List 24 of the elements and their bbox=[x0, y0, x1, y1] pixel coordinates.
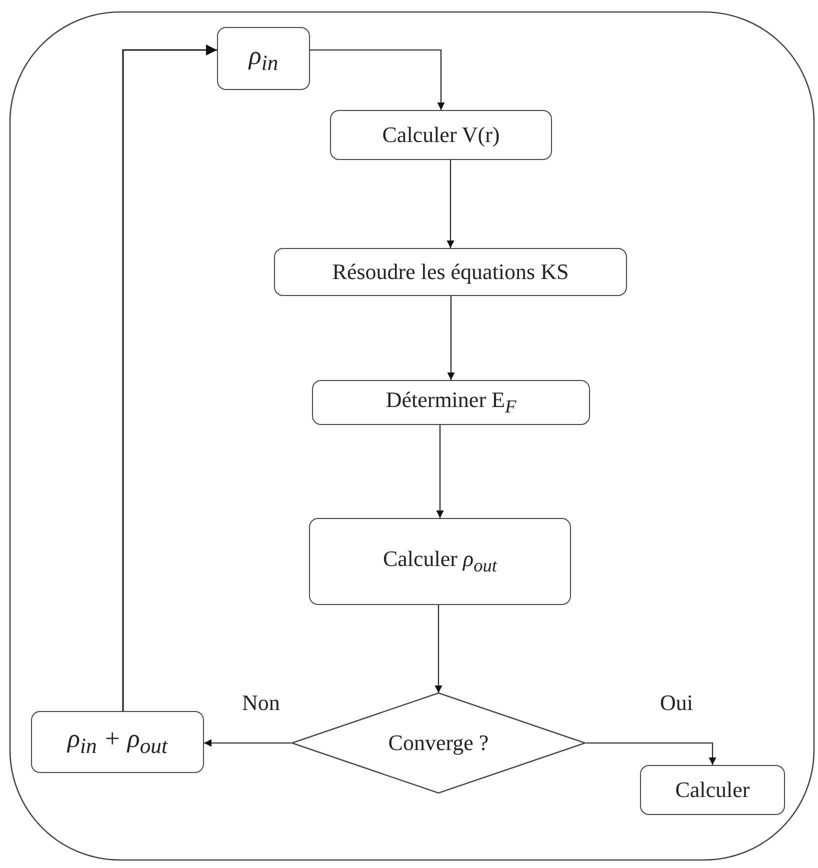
arrow bbox=[310, 49, 445, 110]
decision-diamond bbox=[290, 692, 588, 794]
node-text: ρ$_{in}$ bbox=[248, 40, 278, 76]
node-text: Déterminer E$_{F}$ bbox=[386, 387, 516, 418]
node-text: Calculer V(r) bbox=[382, 122, 500, 148]
arrow bbox=[446, 160, 454, 248]
process-box bbox=[217, 27, 310, 90]
node-text: Résoudre les équations KS bbox=[332, 259, 569, 285]
arrow bbox=[434, 605, 442, 693]
node-text: Calculer ρ$_{out}$ bbox=[382, 546, 497, 577]
node-text: Converge ? bbox=[388, 730, 489, 756]
arrow bbox=[122, 44, 217, 711]
arrow bbox=[436, 425, 444, 518]
arrow bbox=[447, 296, 455, 380]
process-box bbox=[312, 380, 590, 425]
process-box bbox=[330, 110, 552, 160]
process-box bbox=[309, 518, 571, 605]
arrow bbox=[585, 742, 716, 765]
node-text: ρ$_{in}$ + ρ$_{out}$ bbox=[67, 724, 168, 760]
process-box bbox=[640, 765, 785, 815]
process-box bbox=[31, 711, 204, 773]
arrow bbox=[204, 739, 292, 747]
node-text: Calculer bbox=[675, 777, 750, 803]
process-box bbox=[274, 248, 627, 296]
